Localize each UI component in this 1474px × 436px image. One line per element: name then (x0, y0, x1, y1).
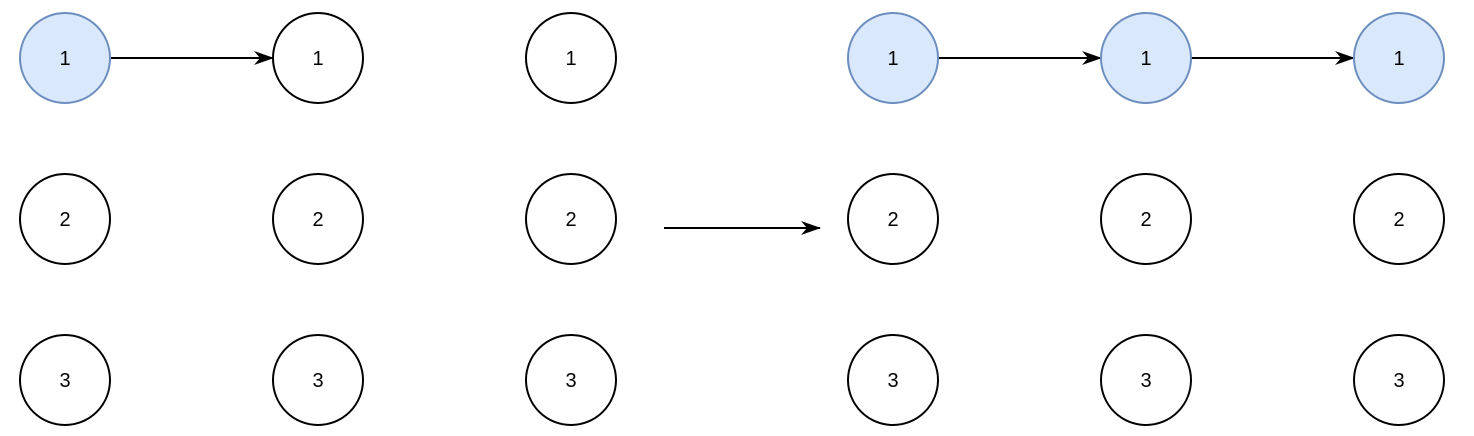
node-circle (847, 12, 939, 104)
right-panel-node-c3-3: 3 (1353, 334, 1445, 426)
right-panel-node-c1-2: 2 (847, 173, 939, 265)
node-label: 1 (312, 48, 323, 70)
node-circle (1100, 334, 1192, 426)
node-label: 1 (565, 48, 576, 70)
left-panel-node-c3-3: 3 (525, 334, 617, 426)
node-circle (525, 173, 617, 265)
right-panel-node-c1-1: 1 (847, 12, 939, 104)
node-circle (847, 173, 939, 265)
node-circle (19, 334, 111, 426)
node-label: 2 (1393, 209, 1404, 231)
node-label: 1 (1140, 48, 1151, 70)
node-label: 3 (565, 370, 576, 392)
node-label: 3 (1393, 370, 1404, 392)
node-circle (525, 334, 617, 426)
left-panel-node-c1-1: 1 (19, 12, 111, 104)
node-label: 1 (59, 48, 70, 70)
node-label: 3 (1140, 370, 1151, 392)
right-panel-node-c2-1: 1 (1100, 12, 1192, 104)
right-panel-node-c1-3: 3 (847, 334, 939, 426)
node-label: 3 (59, 370, 70, 392)
node-circle (1353, 173, 1445, 265)
node-circle (272, 334, 364, 426)
left-panel-node-c1-3: 3 (19, 334, 111, 426)
left-panel-node-c1-2: 2 (19, 173, 111, 265)
node-circle (525, 12, 617, 104)
right-panel: 1 2 3 1 2 3 1 2 3 (847, 12, 1445, 426)
left-panel-node-c3-1: 1 (525, 12, 617, 104)
node-circle (847, 334, 939, 426)
right-panel-node-c2-3: 3 (1100, 334, 1192, 426)
node-label: 2 (1140, 209, 1151, 231)
left-panel-node-c2-3: 3 (272, 334, 364, 426)
node-circle (272, 12, 364, 104)
node-label: 2 (59, 209, 70, 231)
node-circle (272, 173, 364, 265)
node-label: 3 (887, 370, 898, 392)
right-panel-node-c3-1: 1 (1353, 12, 1445, 104)
left-panel-node-c2-1: 1 (272, 12, 364, 104)
node-circle (19, 173, 111, 265)
node-label: 1 (887, 48, 898, 70)
left-panel: 1 2 3 1 2 3 1 2 3 (19, 12, 617, 426)
node-circle (1353, 334, 1445, 426)
node-circle (19, 12, 111, 104)
node-label: 3 (312, 370, 323, 392)
node-label: 2 (887, 209, 898, 231)
right-panel-node-c2-2: 2 (1100, 173, 1192, 265)
left-panel-node-c2-2: 2 (272, 173, 364, 265)
node-circle (1100, 173, 1192, 265)
right-panel-node-c3-2: 2 (1353, 173, 1445, 265)
left-panel-node-c3-2: 2 (525, 173, 617, 265)
node-circle (1100, 12, 1192, 104)
node-circle (1353, 12, 1445, 104)
node-label: 2 (565, 209, 576, 231)
node-label: 1 (1393, 48, 1404, 70)
node-label: 2 (312, 209, 323, 231)
